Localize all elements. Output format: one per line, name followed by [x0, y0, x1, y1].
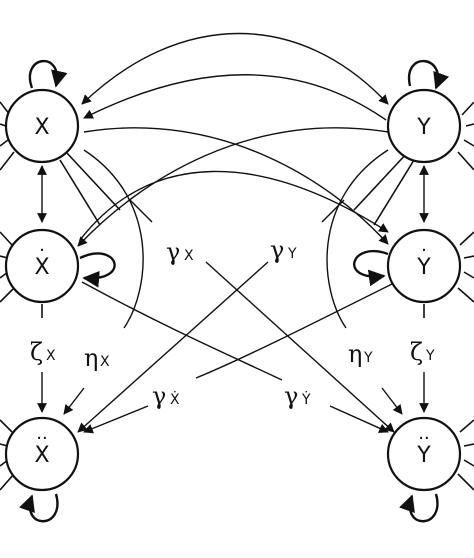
node-y-dot: Y · — [386, 228, 462, 304]
node-spokes — [0, 101, 474, 491]
gamma-xdot-symbol: γ — [152, 382, 166, 410]
edge-gamma-y — [77, 261, 269, 433]
loop-x — [28, 59, 68, 89]
edge-y-xdot — [77, 127, 389, 247]
loop-y-ddot — [399, 493, 439, 523]
edge-gamma-x — [205, 261, 395, 433]
gamma-ydot-sub: Ẏ — [301, 390, 311, 408]
loop-y — [407, 59, 450, 90]
node-x: X — [4, 88, 80, 164]
param-eta-y: η Y — [348, 340, 373, 368]
zeta-y-symbol: ζ — [410, 338, 423, 366]
node-x-dot: X · — [4, 228, 80, 304]
gamma-x-symbol: γ — [166, 238, 180, 266]
node-y-ddot: Y ·· — [386, 416, 462, 492]
edge-xdot-ydot-arc — [79, 170, 389, 241]
edge-y-x — [83, 74, 387, 121]
node-x-dot-label: X — [34, 255, 49, 280]
edge-gamma-xdot — [195, 283, 393, 379]
node-y-ddot-label: Y — [416, 443, 431, 468]
param-gamma-x: γ X — [166, 238, 194, 266]
edge-x-y — [81, 32, 389, 105]
eta-y-sub: Y — [363, 350, 373, 366]
node-x-ddot-mark: ·· — [36, 428, 47, 449]
eta-x-symbol: η — [84, 344, 98, 372]
self-loops — [19, 59, 450, 523]
edge-eta-x — [63, 387, 85, 415]
edge-eta-y — [381, 387, 403, 415]
eta-y-symbol: η — [348, 340, 362, 368]
edge-x-curve — [83, 149, 144, 329]
edge-x-ydot — [83, 127, 389, 245]
gamma-y-symbol: γ — [270, 236, 284, 264]
node-y-ddot-mark: ·· — [418, 428, 429, 449]
zeta-x-symbol: ζ — [30, 338, 43, 366]
gamma-y-sub: Y — [287, 246, 297, 262]
loop-x-dot — [79, 252, 116, 288]
param-eta-x: η X — [84, 344, 110, 372]
node-y-dot-mark: · — [421, 240, 427, 261]
param-gamma-ydot: γ Ẏ — [284, 382, 311, 410]
node-y-dot-label: Y — [416, 255, 431, 280]
param-zeta-x: ζ X — [30, 338, 56, 366]
gamma-ydot-symbol: γ — [284, 382, 298, 410]
node-y-label: Y — [416, 115, 431, 140]
loop-x-ddot — [19, 493, 59, 523]
edges — [37, 32, 429, 434]
node-x-label: X — [34, 115, 49, 140]
node-y: Y — [386, 88, 462, 164]
node-x-ddot-label: X — [34, 443, 49, 468]
gamma-xdot-sub: Ẋ — [170, 390, 180, 408]
zeta-y-sub: Y — [425, 348, 435, 364]
edge-gamma-ydot — [81, 281, 283, 381]
eta-x-sub: X — [100, 354, 110, 370]
zeta-x-sub: X — [46, 348, 56, 364]
param-gamma-y: γ Y — [270, 236, 297, 264]
node-x-dot-mark: · — [39, 240, 45, 261]
node-x-ddot: X ·· — [4, 416, 80, 492]
param-zeta-y: ζ Y — [410, 338, 435, 366]
gamma-x-sub: X — [184, 248, 194, 264]
param-gamma-xdot: γ Ẋ — [152, 382, 180, 410]
loop-y-dot — [353, 249, 389, 287]
